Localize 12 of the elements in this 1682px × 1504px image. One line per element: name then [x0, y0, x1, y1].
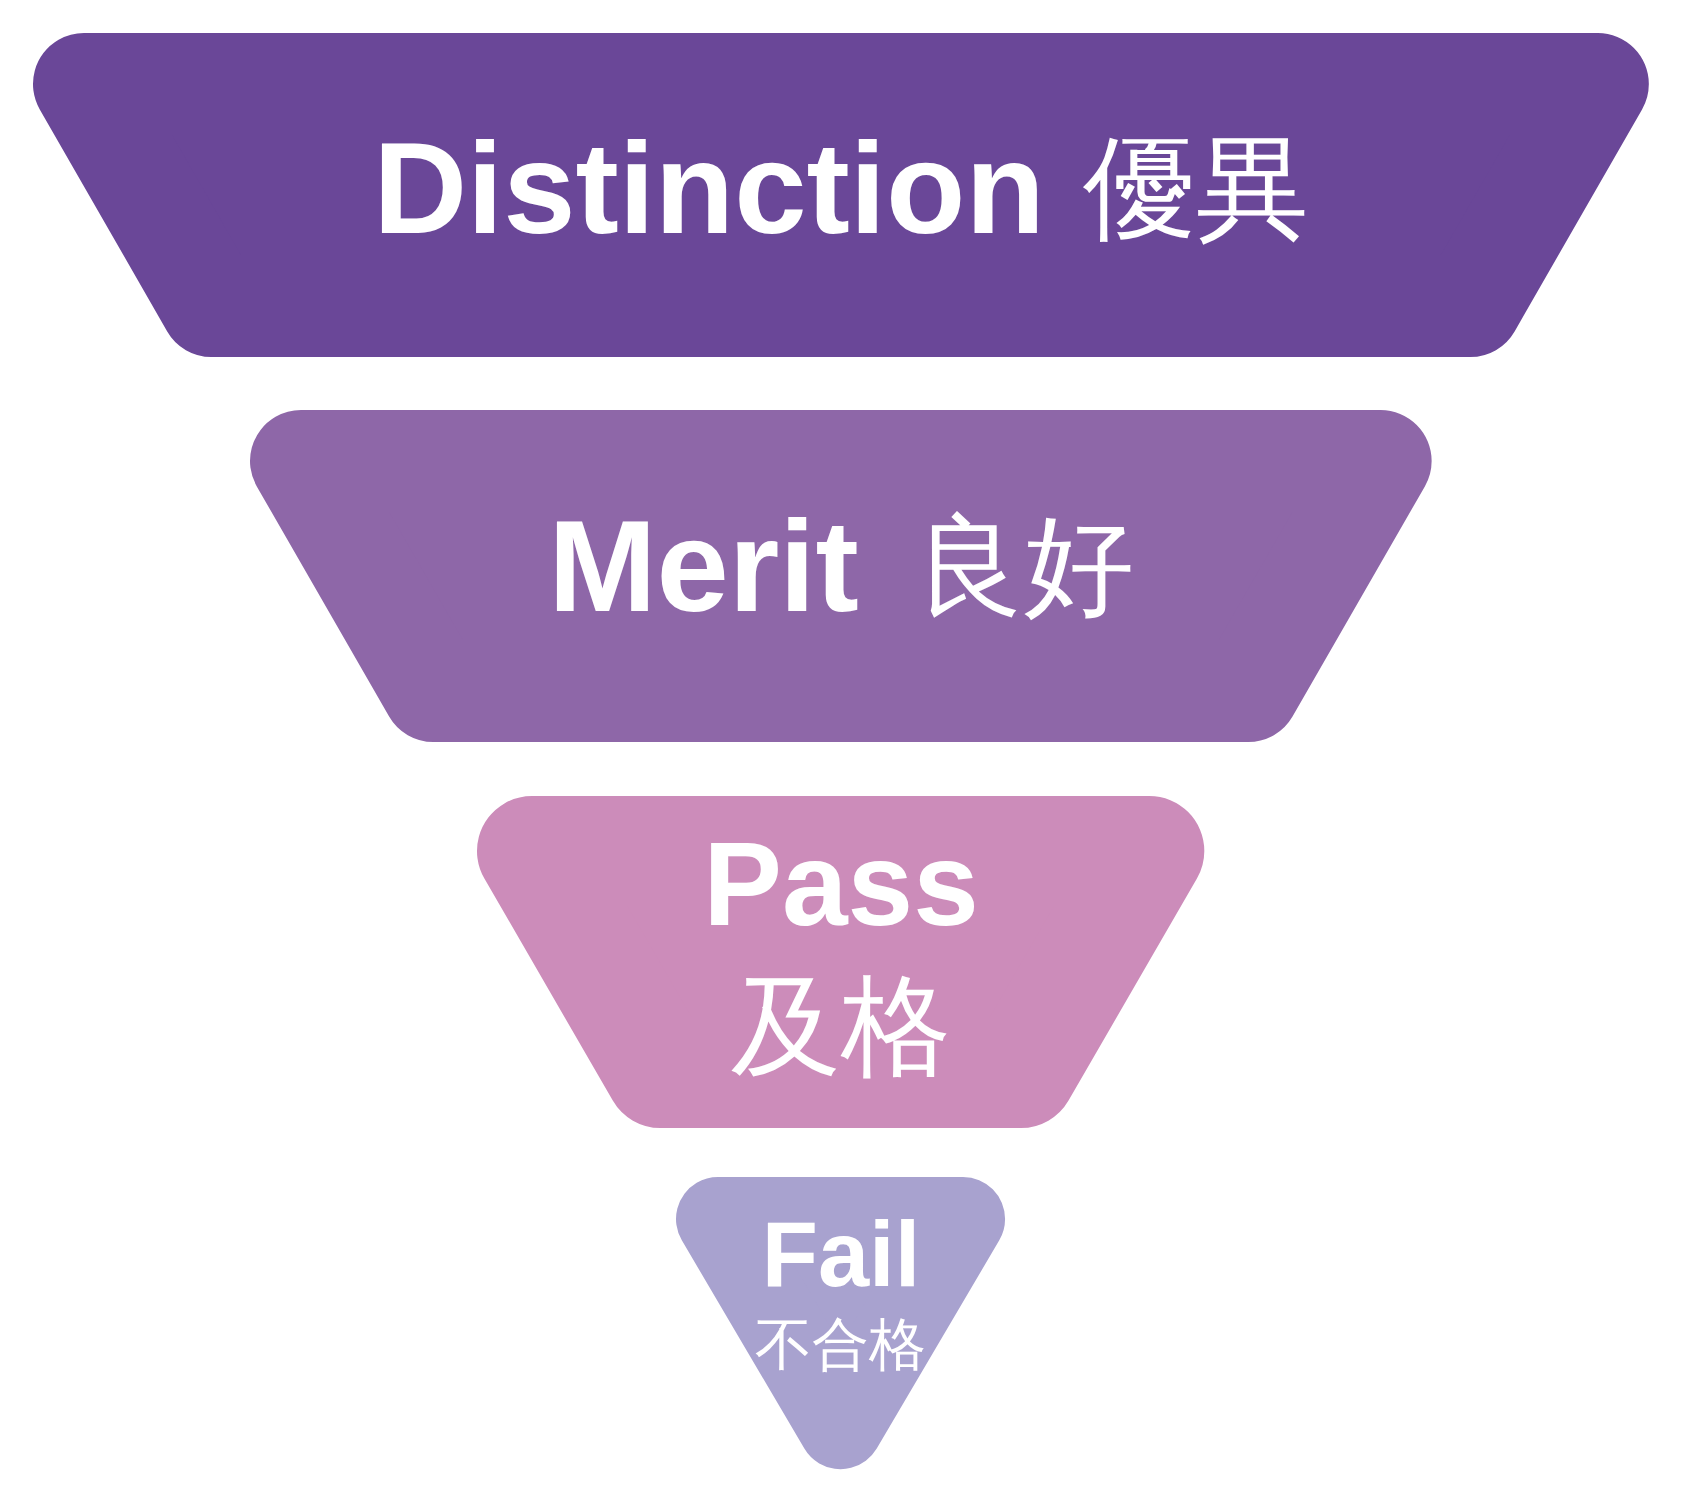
- tier-label: Pass: [703, 825, 979, 943]
- funnel-segment: [477, 796, 1205, 1128]
- tier-label: 良好: [913, 511, 1134, 621]
- tier-label: Fail: [761, 1207, 921, 1300]
- tier-label: 不合格: [755, 1315, 927, 1373]
- tier-label: 及格: [731, 971, 951, 1081]
- funnel-segment: [33, 33, 1649, 357]
- funnel-segment: [250, 410, 1432, 742]
- tier-label: Merit: [548, 501, 859, 631]
- funnel-segment: [676, 1177, 1006, 1470]
- tier-label: 優異: [1082, 131, 1309, 245]
- tier-label: Distinction: [373, 123, 1045, 253]
